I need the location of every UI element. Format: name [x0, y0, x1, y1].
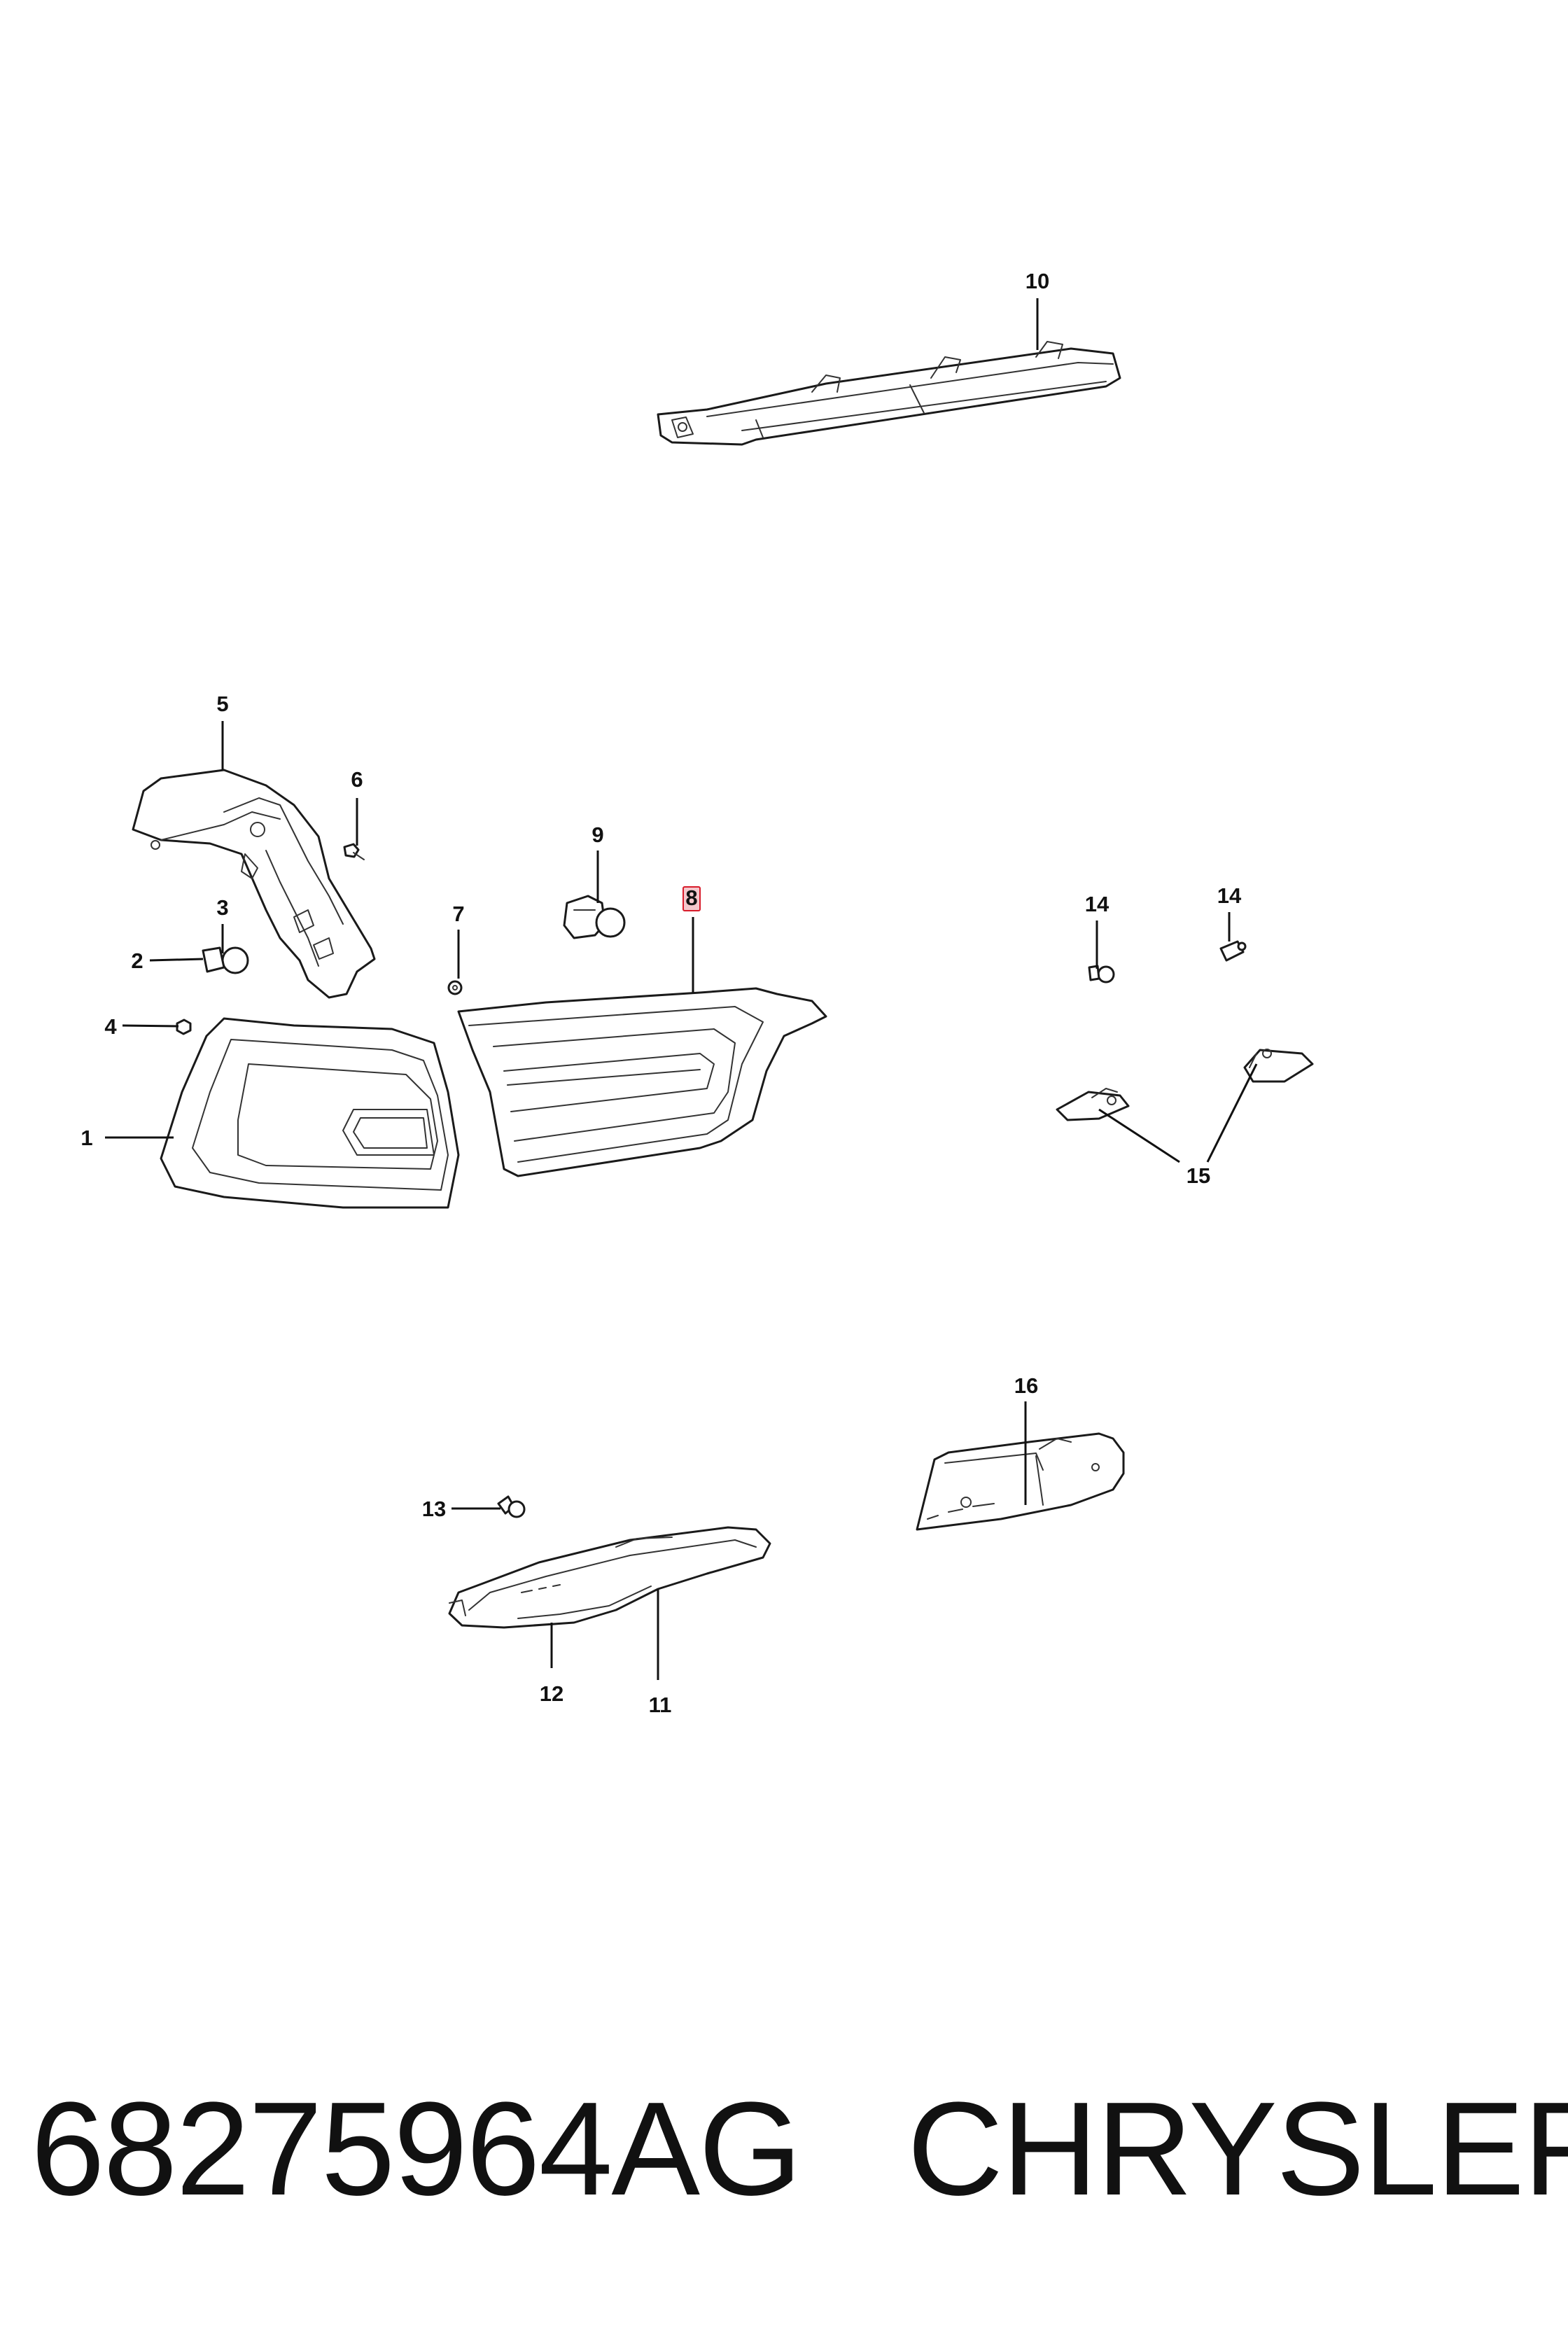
part-14-bulb-left[interactable] — [1088, 965, 1115, 983]
part-14-bulb-right[interactable] — [1219, 940, 1247, 962]
callout-13: 13 — [422, 1497, 446, 1521]
callout-7: 7 — [452, 902, 464, 926]
part-1-outer-tail-lamp[interactable] — [160, 1017, 460, 1209]
part-2-socket[interactable] — [202, 946, 225, 973]
callout-16: 16 — [1014, 1373, 1038, 1398]
callout-9: 9 — [592, 822, 603, 847]
callout-10: 10 — [1026, 269, 1049, 293]
leader-lines — [105, 298, 1258, 1680]
part-number-caption: 68275964AG — [31, 2075, 802, 2223]
callout-15: 15 — [1186, 1163, 1210, 1188]
part-15-license-lamp-right[interactable] — [1243, 1049, 1314, 1083]
callout-2: 2 — [131, 948, 143, 973]
callout-12: 12 — [540, 1681, 564, 1706]
part-4-nut[interactable] — [176, 1018, 192, 1035]
part-11-side-marker-lamp[interactable] — [448, 1526, 771, 1629]
part-5-lamp-housing[interactable] — [132, 769, 376, 999]
part-3-bulb[interactable] — [221, 946, 249, 974]
part-9-bulb-socket[interactable] — [563, 895, 626, 939]
callout-14-right: 14 — [1217, 883, 1242, 908]
callout-labels: 10 5 6 9 8 3 7 2 4 1 14 14 15 16 13 12 1… — [80, 269, 1242, 1717]
part-10-high-mount-stop-lamp[interactable] — [657, 341, 1121, 446]
brand-caption: CHRYSLER — [907, 2075, 1568, 2223]
highlight-box-8 — [682, 886, 701, 911]
callout-4: 4 — [104, 1014, 117, 1039]
part-8-inner-tail-lamp[interactable] — [457, 987, 827, 1177]
callout-1: 1 — [80, 1126, 92, 1150]
part-13-bulb[interactable] — [497, 1495, 526, 1518]
callout-11: 11 — [649, 1693, 672, 1717]
callout-5: 5 — [216, 692, 228, 716]
part-6-screw[interactable] — [343, 843, 365, 860]
callout-14-left: 14 — [1085, 892, 1110, 916]
part-7-grommet[interactable] — [447, 980, 463, 995]
callout-8: 8 — [685, 886, 697, 910]
part-15-license-lamp-left[interactable] — [1056, 1088, 1130, 1121]
callout-3: 3 — [216, 895, 228, 920]
callout-6: 6 — [351, 767, 363, 792]
part-16-reflector[interactable] — [916, 1432, 1125, 1531]
